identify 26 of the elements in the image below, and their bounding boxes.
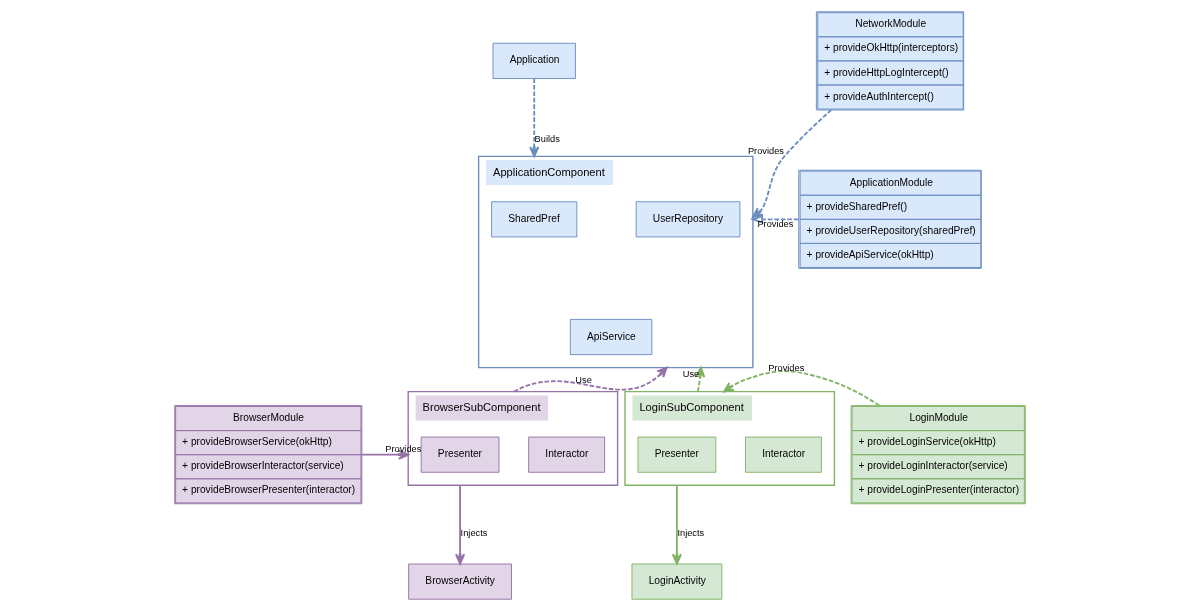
node-box: LoginActivity [631, 563, 723, 600]
node-box: ApiService [569, 318, 653, 356]
edge-label: Provides [747, 145, 784, 156]
node-box: BrowserActivity [408, 563, 512, 600]
node-box: Presenter [637, 436, 717, 473]
node-box: SharedPref [491, 201, 578, 238]
node-box: Presenter [420, 436, 500, 473]
arrow [751, 109, 833, 219]
edge-label: Injects [460, 528, 488, 539]
arrow [455, 484, 466, 565]
edge-label: Provides [768, 362, 805, 373]
node-box: Interactor [528, 436, 606, 473]
edge-label: Use [682, 368, 700, 379]
arrow [723, 370, 881, 407]
edge-label: Injects [677, 528, 705, 539]
arrow [671, 484, 682, 565]
node-box: Interactor [745, 436, 822, 473]
arrow [750, 214, 800, 224]
edge-label: Provides [757, 218, 794, 229]
arrow [512, 366, 668, 393]
edge-label: Builds [534, 134, 560, 145]
edge-label: Use [575, 375, 592, 386]
arrow [529, 77, 540, 158]
node-box: UserRepository [635, 201, 741, 238]
arrow [361, 449, 410, 460]
node-box: Application [492, 42, 576, 79]
